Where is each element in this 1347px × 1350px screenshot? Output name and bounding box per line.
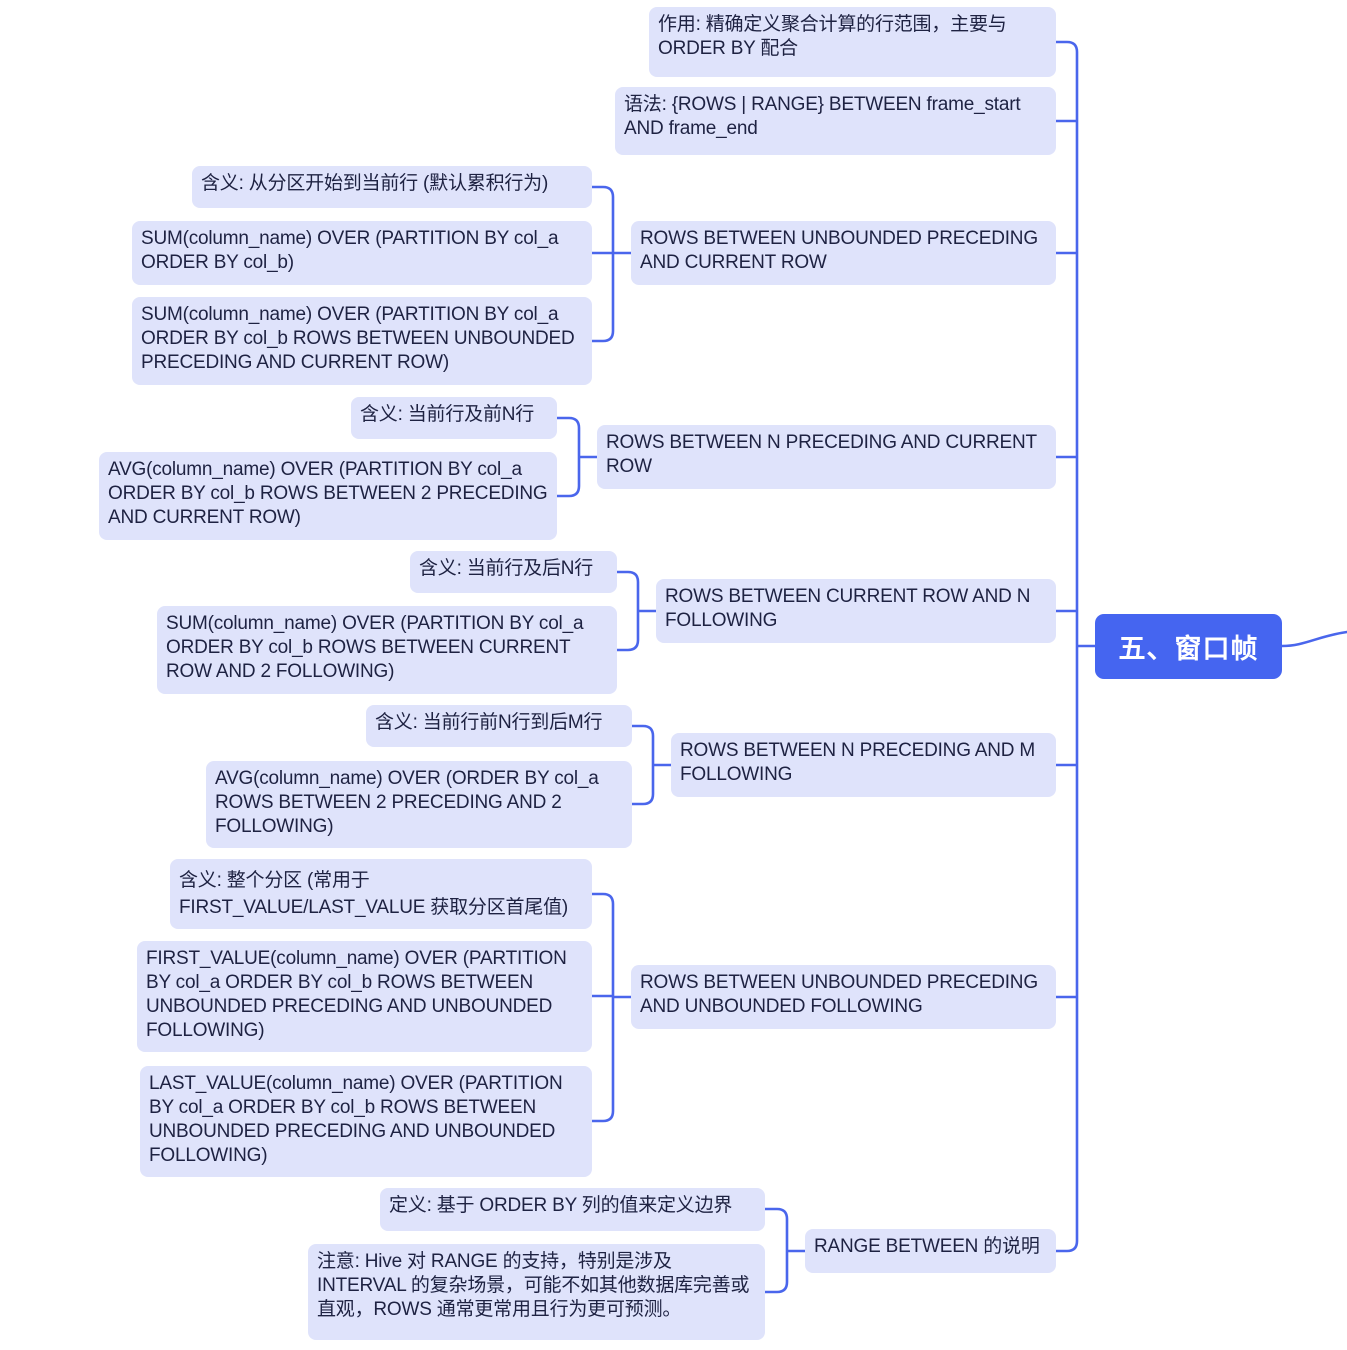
bracket-n-preceding-current [555,416,599,498]
node-example-sum-rows-unbounded[interactable]: SUM(column_name) OVER (PARTITION BY col_… [132,297,592,385]
node-example-sum-default[interactable]: SUM(column_name) OVER (PARTITION BY col_… [132,221,592,285]
node-range-between[interactable]: RANGE BETWEEN 的说明 [805,1229,1056,1273]
bracket-current-n-following [615,570,658,652]
node-rows-n-preceding-current-row[interactable]: ROWS BETWEEN N PRECEDING AND CURRENT ROW [597,425,1056,489]
trunk-connector [1054,40,1097,1253]
node-example-first-value[interactable]: FIRST_VALUE(column_name) OVER (PARTITION… [137,941,592,1052]
bracket-n-preceding-m-following [630,724,673,806]
node-range-note[interactable]: 注意: Hive 对 RANGE 的支持，特别是涉及 INTERVAL 的复杂场… [308,1244,765,1340]
node-syntax[interactable]: 语法: {ROWS | RANGE} BETWEEN frame_start A… [615,87,1056,155]
node-meaning-unbounded-current[interactable]: 含义: 从分区开始到当前行 (默认累积行为) [192,166,592,208]
root-node-window-frame[interactable]: 五、窗口帧 [1095,614,1282,679]
bracket-unbounded-current [590,185,633,343]
node-meaning-whole-partition[interactable]: 含义: 整个分区 (常用于 FIRST_VALUE/LAST_VALUE 获取分… [170,859,592,929]
bracket-unbounded-both [590,892,633,1123]
node-range-definition[interactable]: 定义: 基于 ORDER BY 列的值来定义边界 [380,1188,765,1231]
node-rows-unbounded-preceding-current-row[interactable]: ROWS BETWEEN UNBOUNDED PRECEDING AND CUR… [631,221,1056,285]
root-outgoing-branch [1280,630,1347,648]
node-example-last-value[interactable]: LAST_VALUE(column_name) OVER (PARTITION … [140,1066,592,1177]
node-purpose[interactable]: 作用: 精确定义聚合计算的行范围，主要与 ORDER BY 配合 [649,7,1056,77]
node-example-avg-2-preceding[interactable]: AVG(column_name) OVER (PARTITION BY col_… [99,452,557,540]
node-meaning-n-following[interactable]: 含义: 当前行及后N行 [410,551,617,593]
node-example-avg-2-preceding-2-following[interactable]: AVG(column_name) OVER (ORDER BY col_a RO… [206,761,632,848]
node-example-sum-2-following[interactable]: SUM(column_name) OVER (PARTITION BY col_… [157,606,617,694]
node-meaning-n-preceding-m-following[interactable]: 含义: 当前行前N行到后M行 [366,705,632,747]
node-rows-current-row-n-following[interactable]: ROWS BETWEEN CURRENT ROW AND N FOLLOWING [656,579,1056,643]
node-rows-unbounded-both[interactable]: ROWS BETWEEN UNBOUNDED PRECEDING AND UNB… [631,965,1056,1029]
node-meaning-n-preceding[interactable]: 含义: 当前行及前N行 [351,397,557,439]
bracket-range [763,1207,807,1294]
node-rows-n-preceding-m-following[interactable]: ROWS BETWEEN N PRECEDING AND M FOLLOWING [671,733,1056,797]
